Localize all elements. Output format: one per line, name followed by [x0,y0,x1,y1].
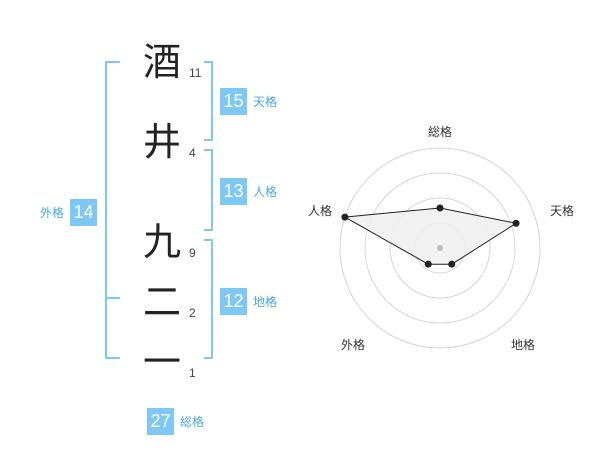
radar-point-1 [436,204,444,212]
stroke-count-3: 9 [189,246,196,260]
radar-point-5 [341,213,349,221]
name-char-1: 酒 [142,40,181,84]
jinkaku-label: 人格 [253,185,278,199]
radar-area [343,207,518,265]
radar-label-soukaku: 総格 [428,125,453,139]
tenkaku-label: 天格 [253,95,278,109]
stroke-count-1: 11 [189,66,202,80]
gaikaku-value: 14 [70,199,98,226]
badge-tenkaku: 15 天格 [220,88,277,115]
bracket-jinkaku [204,149,213,231]
bracket-gaikaku [105,61,120,359]
soukaku-value: 27 [147,408,174,435]
radar-label-gaikaku: 外格 [341,338,366,352]
chikaku-value: 12 [220,288,247,315]
radar-center-dot [437,245,443,251]
badge-soukaku: 27 総格 [147,408,204,435]
badge-chikaku: 12 地格 [220,288,277,315]
radar-ring-4 [339,147,541,349]
radar-label-chikaku: 地格 [511,338,536,352]
soukaku-label: 総格 [180,415,205,429]
chikaku-label: 地格 [253,295,278,309]
radar-label-tenkaku: 天格 [550,204,575,218]
badge-gaikaku: 14 外格 [40,199,98,226]
radar-ring-3 [364,172,516,324]
radar-label-jinkaku: 人格 [308,204,333,218]
stroke-count-5: 1 [189,366,196,380]
radar-point-2 [512,219,520,227]
radar-point-4 [424,260,432,268]
radar-ring-2 [389,197,491,299]
bracket-chikaku [204,239,213,359]
jinkaku-value: 13 [220,178,247,205]
name-char-3: 九 [142,220,181,264]
bracket-tenkaku [204,61,213,141]
stroke-count-2: 4 [189,146,196,160]
name-char-4: 二 [142,280,181,324]
tenkaku-value: 15 [220,88,247,115]
gaikaku-label: 外格 [40,206,65,220]
badge-jinkaku: 13 人格 [220,178,277,205]
name-char-5: 一 [142,340,181,384]
stroke-count-4: 2 [189,306,196,320]
radar-point-3 [448,260,456,268]
name-char-2: 井 [142,120,181,164]
